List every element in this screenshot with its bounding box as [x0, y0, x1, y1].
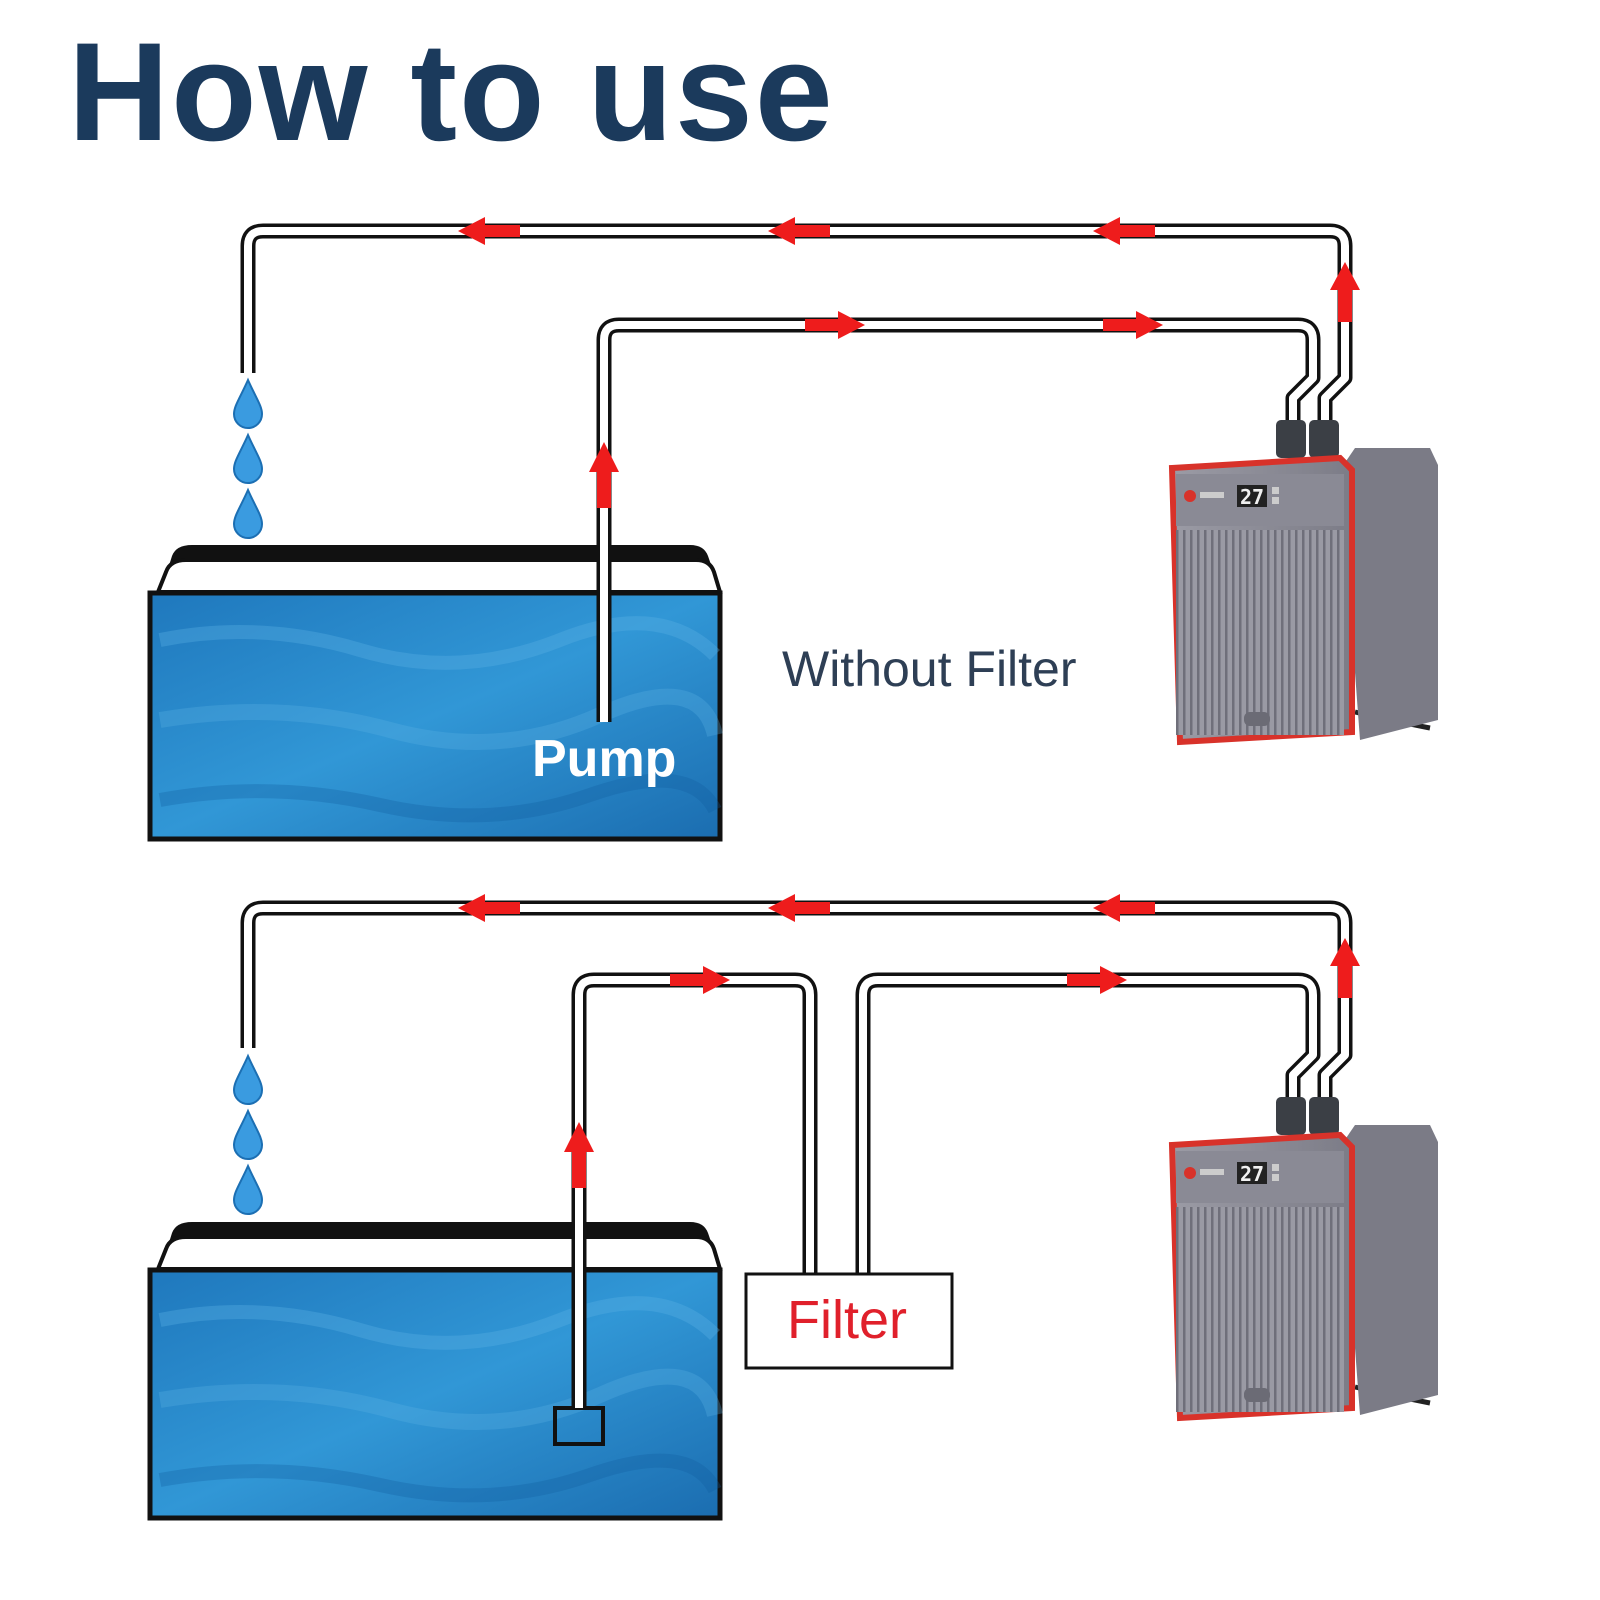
water-droplet-icon — [232, 1053, 264, 1105]
flow-arrow-icon — [768, 894, 830, 922]
filter-box: Filter — [744, 1272, 954, 1370]
pump-label: Pump — [532, 730, 676, 788]
water-droplet-icon — [232, 432, 264, 484]
return-pipe-top — [240, 223, 1353, 420]
filter-label: Filter — [787, 1290, 907, 1350]
water-droplets-top — [232, 377, 264, 539]
flow-arrow-icon — [768, 217, 830, 245]
top-setup: Pump Without Filter 27 — [147, 217, 1438, 842]
return-pipe-bottom — [240, 900, 1353, 1097]
flow-arrow-icon — [458, 894, 520, 922]
filter-to-chiller-pipe — [855, 972, 1321, 1274]
flow-arrow-icon — [564, 1122, 594, 1188]
flow-arrow-icon — [1330, 938, 1360, 998]
flow-arrow-icon — [1330, 262, 1360, 322]
water-droplet-icon — [232, 377, 264, 429]
flow-arrow-icon — [589, 442, 619, 508]
chiller-display: 27 — [1240, 1162, 1264, 1186]
flow-arrow-icon — [1093, 217, 1155, 245]
aquarium-tank-top — [147, 545, 723, 842]
water-droplet-icon — [232, 1108, 264, 1160]
bottom-setup: Filter 27 — [147, 894, 1438, 1521]
without-filter-label: Without Filter — [782, 641, 1077, 697]
flow-arrows-top — [458, 217, 1360, 508]
page-title: How to use — [68, 13, 835, 170]
water-chiller-bottom: 27 — [1168, 1097, 1438, 1422]
water-droplet-icon — [232, 487, 264, 539]
flow-arrow-icon — [1067, 966, 1127, 994]
water-droplets-bottom — [232, 1053, 264, 1215]
flow-arrow-icon — [1093, 894, 1155, 922]
flow-arrow-icon — [458, 217, 520, 245]
flow-arrows-bottom — [458, 894, 1360, 1188]
flow-arrow-icon — [1103, 311, 1163, 339]
flow-arrow-icon — [805, 311, 865, 339]
flow-arrow-icon — [670, 966, 730, 994]
water-droplet-icon — [232, 1163, 264, 1215]
intake-pipe-top — [596, 317, 1321, 722]
aquarium-tank-bottom — [147, 1222, 723, 1521]
water-chiller-top: 27 — [1168, 420, 1438, 746]
chiller-display: 27 — [1240, 485, 1264, 509]
